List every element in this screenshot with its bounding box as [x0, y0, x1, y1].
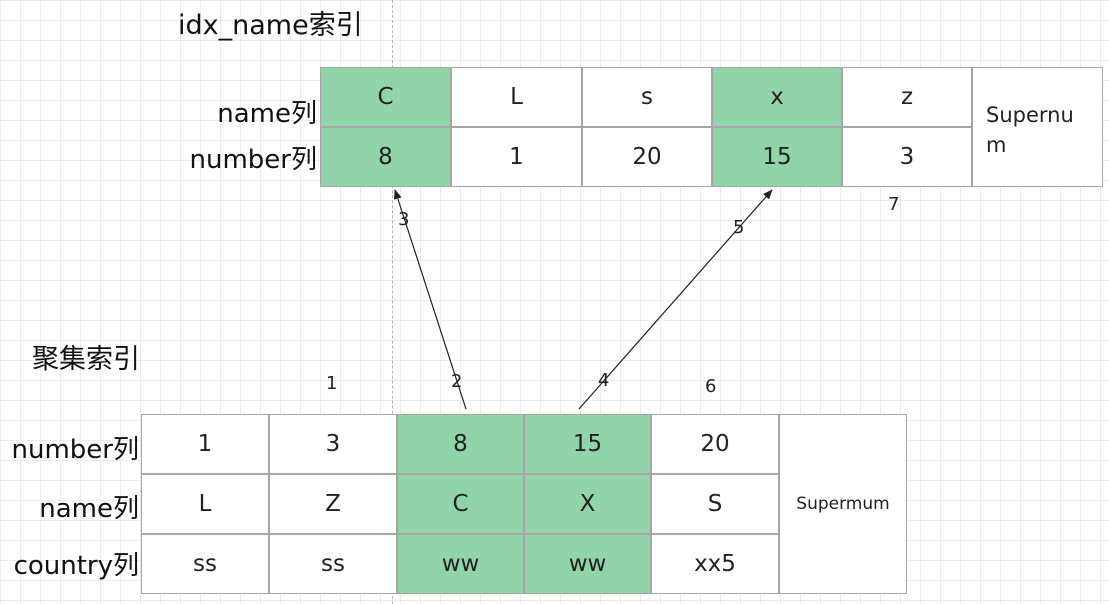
step-number: 7: [888, 194, 900, 215]
clustered-name-cell: S: [651, 474, 779, 534]
secondary-number-cell: 8: [320, 127, 451, 187]
secondary-number-cell: 20: [582, 127, 712, 187]
clustered-row-label-name: name列: [39, 494, 139, 524]
arrow-to-secondary-x: [578, 189, 773, 410]
clustered-country-cell: xx5: [651, 534, 779, 594]
clustered-row-label-country: country列: [13, 551, 139, 581]
clustered-country-cell: ss: [141, 534, 269, 594]
secondary-number-cell: 15: [712, 127, 842, 187]
secondary-name-cell: s: [582, 67, 712, 127]
clustered-number-cell: 20: [651, 414, 779, 474]
clustered-index-title: 聚集索引: [32, 344, 140, 375]
clustered-name-cell: Z: [269, 474, 397, 534]
clustered-row-label-number: number列: [11, 435, 139, 465]
secondary-name-cell: z: [842, 67, 972, 127]
arrow-to-secondary-c: [393, 189, 467, 410]
secondary-name-cell: L: [451, 67, 582, 127]
clustered-number-cell: 15: [524, 414, 651, 474]
clustered-number-cell: 1: [141, 414, 269, 474]
clustered-name-cell: C: [397, 474, 524, 534]
secondary-index-title: idx_name索引: [178, 10, 363, 41]
step-number: 6: [705, 376, 717, 397]
clustered-number-cell: 3: [269, 414, 397, 474]
secondary-number-cell: 3: [842, 127, 972, 187]
clustered-name-cell: X: [524, 474, 651, 534]
secondary-row-label-name: name列: [217, 99, 317, 129]
secondary-name-cell: x: [712, 67, 842, 127]
secondary-supremum-label: Supernu m: [986, 103, 1074, 157]
clustered-country-cell: ww: [397, 534, 524, 594]
dashed-guide-line: [392, 0, 393, 604]
step-number: 3: [398, 209, 410, 230]
secondary-row-label-number: number列: [189, 145, 317, 175]
secondary-supremum-cell: Supernu m: [972, 67, 1103, 187]
secondary-number-cell: 1: [451, 127, 582, 187]
secondary-name-cell: C: [320, 67, 451, 127]
clustered-supremum-cell: Supermum: [779, 414, 907, 594]
clustered-name-cell: L: [141, 474, 269, 534]
clustered-supremum-label: Supermum: [796, 494, 890, 514]
clustered-number-cell: 8: [397, 414, 524, 474]
step-number: 1: [326, 373, 338, 394]
clustered-country-cell: ww: [524, 534, 651, 594]
clustered-country-cell: ss: [269, 534, 397, 594]
